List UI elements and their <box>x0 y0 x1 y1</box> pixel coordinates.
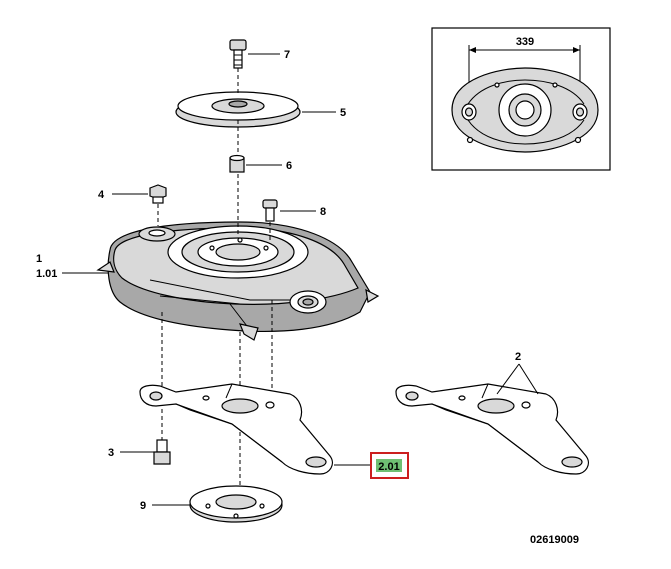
inset-detail-view: 339 <box>431 27 611 171</box>
strut-mount-part-1 <box>96 221 380 341</box>
callout-1-01: 1.01 <box>36 268 57 280</box>
callout-1: 1 <box>36 253 42 265</box>
washer-disc-part-5 <box>175 91 301 128</box>
bracket-part-2-01 <box>139 383 333 475</box>
callout-2: 2 <box>515 351 521 363</box>
highlight-box <box>370 452 409 479</box>
stud-bolt-part-3 <box>153 439 171 465</box>
callout-5: 5 <box>340 107 346 119</box>
inset-dimension-label: 339 <box>516 36 534 48</box>
gasket-part-9 <box>189 485 283 523</box>
callout-8: 8 <box>320 206 326 218</box>
bracket-part-2 <box>395 383 589 475</box>
bolt-part-8 <box>262 199 278 222</box>
highlight-fill <box>376 459 402 472</box>
callout-6: 6 <box>286 160 292 172</box>
callout-7: 7 <box>284 49 290 61</box>
callout-9: 9 <box>140 500 146 512</box>
sleeve-part-6 <box>229 154 245 173</box>
callout-4: 4 <box>98 189 105 201</box>
callout-2-01[interactable]: 2.01 <box>378 461 399 473</box>
callout-3: 3 <box>108 447 114 459</box>
drawing-number: 02619009 <box>530 534 579 546</box>
bolt-part-7 <box>229 39 247 69</box>
nut-part-4 <box>149 184 167 204</box>
